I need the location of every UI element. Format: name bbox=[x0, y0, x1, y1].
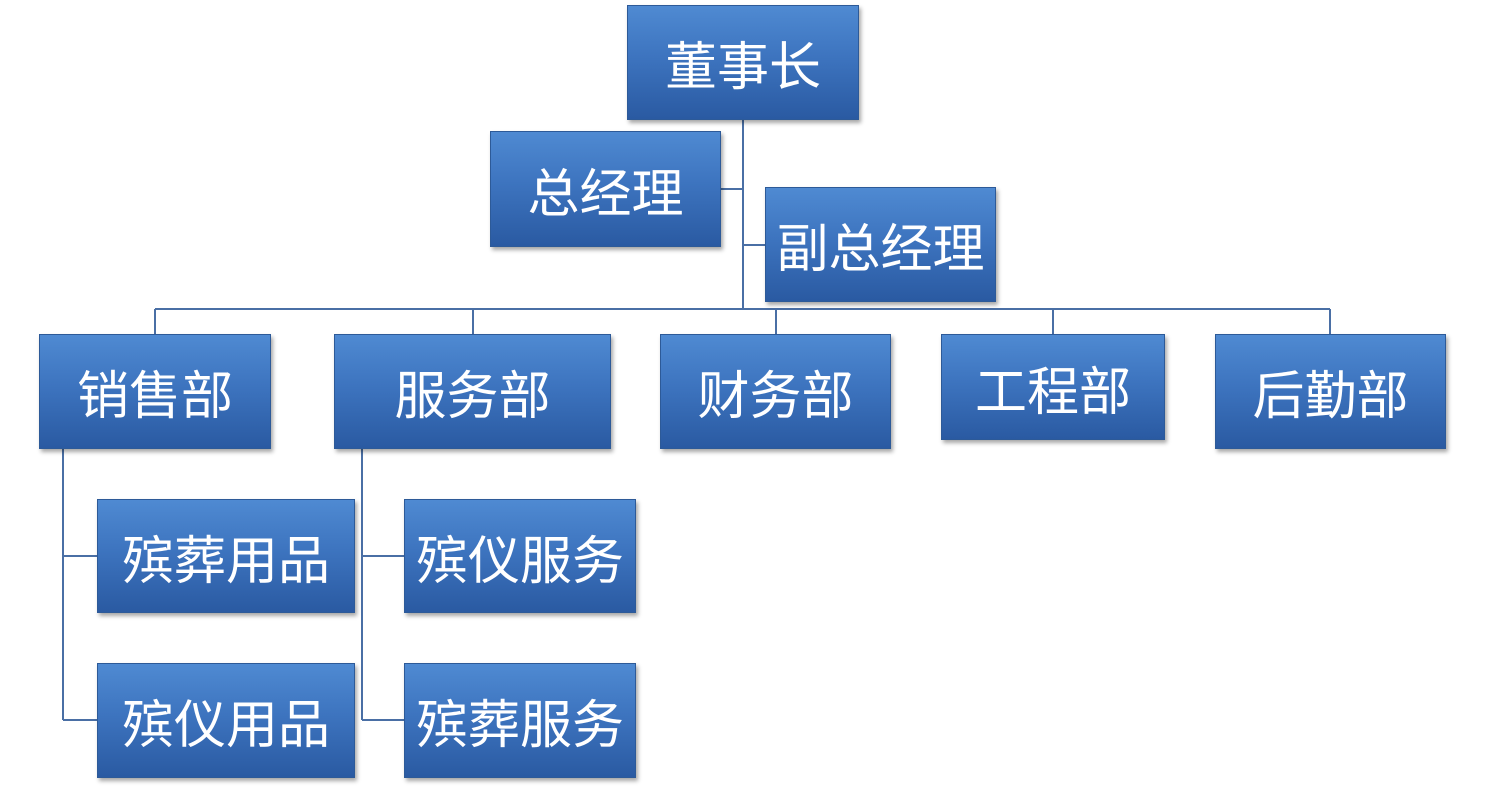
department-label: 财务部 bbox=[697, 367, 854, 427]
department-label: 销售部 bbox=[76, 367, 233, 427]
sales-sub-box-ceremony-supplies: 殡仪用品 bbox=[97, 663, 355, 778]
department-box-engineering: 工程部 bbox=[941, 334, 1165, 440]
sub-unit-label: 殡葬服务 bbox=[415, 696, 624, 756]
department-label: 工程部 bbox=[974, 362, 1131, 423]
service-sub-box-ceremony-service: 殡仪服务 bbox=[404, 499, 636, 613]
sub-unit-label: 殡葬用品 bbox=[121, 531, 330, 592]
general-manager-box: 总经理 bbox=[490, 131, 721, 247]
chairman-label: 董事长 bbox=[664, 38, 821, 98]
department-box-sales: 销售部 bbox=[39, 334, 271, 449]
deputy-general-manager-label: 副总经理 bbox=[776, 220, 985, 280]
sub-unit-label: 殡仪服务 bbox=[415, 531, 624, 592]
department-box-finance: 财务部 bbox=[660, 334, 891, 449]
department-label: 服务部 bbox=[394, 367, 551, 427]
general-manager-label: 总经理 bbox=[527, 164, 684, 225]
service-sub-box-funeral-service: 殡葬服务 bbox=[404, 663, 636, 778]
sales-sub-box-funeral-supplies: 殡葬用品 bbox=[97, 499, 355, 613]
department-label: 后勤部 bbox=[1252, 367, 1409, 427]
department-box-logistics: 后勤部 bbox=[1215, 334, 1446, 449]
chairman-box: 董事长 bbox=[627, 5, 859, 120]
sub-unit-label: 殡仪用品 bbox=[121, 696, 330, 756]
deputy-general-manager-box: 副总经理 bbox=[765, 187, 996, 302]
department-box-service: 服务部 bbox=[334, 334, 611, 449]
